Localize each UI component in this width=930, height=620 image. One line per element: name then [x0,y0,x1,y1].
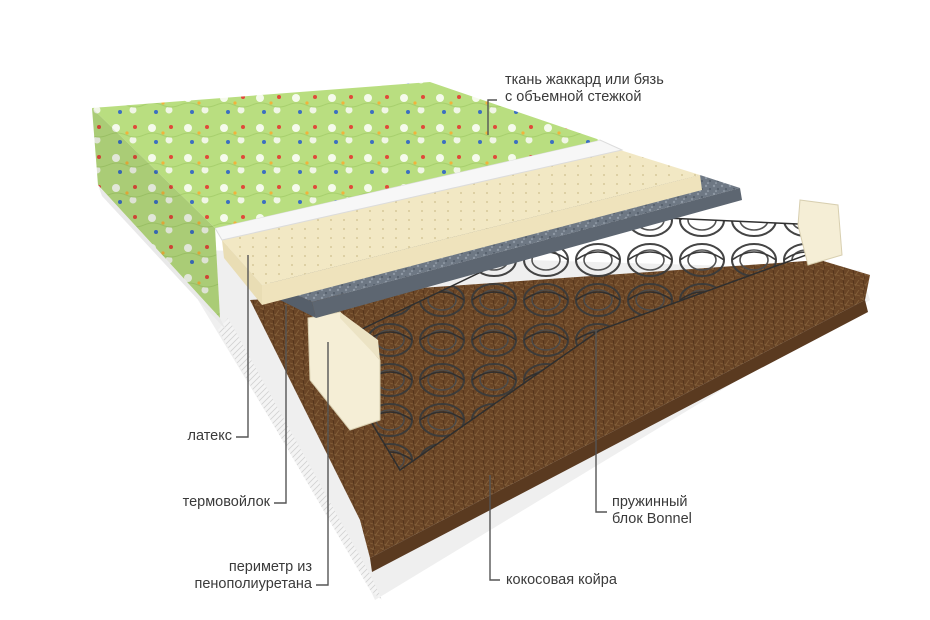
label-spring-line1: пружинный [612,494,688,510]
label-coir-text: кокосовая койра [506,572,617,588]
label-fabric-line2: с объемной стежкой [505,89,642,105]
latex-layer [222,150,702,305]
leader-perimeter [316,342,329,586]
label-felt: термовойлок [183,494,270,511]
label-fabric: ткань жаккард или бязь с объемной стежко… [505,72,664,106]
label-latex-text: латекс [187,428,232,444]
label-perimeter-line2: пенополиуретана [194,576,313,592]
leader-fabric [487,99,497,135]
label-perimeter: периметр из пенополиуретана [195,559,313,593]
leader-latex [236,255,249,438]
label-felt-text: термовойлок [182,494,270,510]
leader-lines [236,99,607,586]
label-spring-line2: блок Bonnel [612,511,692,527]
fabric-cover [92,82,600,330]
label-coir: кокосовая койра [506,572,617,589]
label-spring: пружинный блок Bonnel [612,494,692,528]
leader-coir [489,475,500,581]
leader-spring [595,330,607,513]
leader-felt [274,305,287,504]
label-perimeter-line1: периметр из [228,559,312,575]
label-fabric-line1: ткань жаккард или бязь [505,72,664,88]
label-latex: латекс [187,428,232,445]
foam-perimeter [307,199,843,431]
